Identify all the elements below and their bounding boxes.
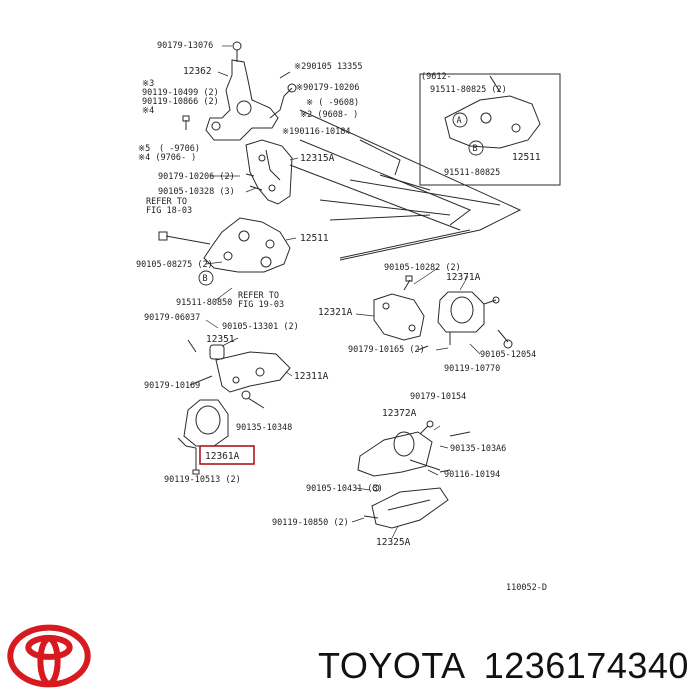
part-label: 90179-10169	[144, 381, 200, 391]
part-label: ※4 (9706- )	[138, 153, 196, 163]
part-label: 90105-12054	[480, 350, 536, 360]
callout-letter-b: B	[203, 274, 208, 284]
bracket-12321a	[373, 275, 429, 351]
part-label: ※5	[138, 144, 150, 154]
part-label: 12362	[183, 66, 212, 77]
part-label: 91511-80825	[444, 168, 500, 178]
footer-caption: TOYOTA 1236174340	[318, 640, 698, 692]
part-label: ※90179-10206	[296, 83, 359, 93]
part-label: 90179-06037	[144, 313, 200, 323]
part-label: 90135-103A6	[450, 444, 506, 454]
part-label: ※3	[142, 79, 154, 89]
toyota-logo-icon	[7, 624, 91, 688]
part-label: 12371A	[446, 272, 481, 283]
plate-12325a	[363, 484, 449, 529]
diagram-id: 110052-D	[506, 583, 547, 593]
part-label: REFER TO	[238, 291, 279, 301]
bracket-12511	[158, 217, 291, 273]
part-label: 12321A	[318, 307, 353, 318]
inset-box	[419, 73, 561, 186]
part-label: REFER TO	[146, 197, 187, 207]
part-label: 12361A	[205, 451, 240, 462]
part-label: ※ ( -9608)	[306, 98, 359, 108]
part-label: 90119-10499 (2)	[142, 88, 219, 98]
callout-letter-b: B	[473, 144, 478, 154]
brand-name: TOYOTA	[318, 645, 466, 686]
callout-letter-a: A	[457, 116, 462, 126]
part-label: ※290105 13355	[294, 62, 363, 72]
bracket-12362	[182, 41, 297, 141]
part-label: ※4	[142, 106, 154, 116]
part-label: 12511	[512, 152, 541, 163]
part-label: ※190116-10184	[282, 127, 351, 137]
part-label: 90179-10154	[410, 392, 466, 402]
part-label: 90119-10770	[444, 364, 500, 374]
part-label: 90119-10850 (2)	[272, 518, 349, 528]
insulator-12361a	[177, 399, 229, 475]
part-label: 12315A	[300, 153, 335, 164]
part-label: 12351	[206, 334, 235, 345]
part-label: 90105-10431 (3)	[306, 484, 383, 494]
part-number: 1236174340	[483, 645, 689, 686]
engine-outline	[289, 109, 522, 261]
part-label: 91511-80825 (2)	[430, 85, 507, 95]
leader-lines	[205, 45, 481, 539]
part-label: 91511-80850	[176, 298, 232, 308]
bracket-12311a	[187, 339, 291, 409]
part-label: 12311A	[294, 371, 329, 382]
diagram-linework	[158, 41, 561, 539]
part-label: 90179-10165 (2)	[348, 345, 425, 355]
insulator-12371a	[437, 291, 513, 349]
part-label: ( -9706)	[159, 144, 200, 154]
part-label: 90105-13301 (2)	[222, 322, 299, 332]
part-highlight-box	[199, 445, 255, 465]
insulator-12372a	[357, 420, 471, 477]
part-label: 12511	[300, 233, 329, 244]
part-label: FIG 19-03	[238, 300, 284, 310]
part-label: 90105-08275 (2)	[136, 260, 213, 270]
part-label: 90105-10328 (3)	[158, 187, 235, 197]
bracket-12315a	[245, 139, 293, 205]
part-label: 90179-13076	[157, 41, 213, 51]
part-label: 90116-10194	[444, 470, 500, 480]
part-label: ※2 (9608- )	[300, 110, 358, 120]
part-label: FIG 18-03	[146, 206, 192, 216]
part-label: (9612-	[421, 72, 452, 82]
part-label: 90179-10206 (2)	[158, 172, 235, 182]
callout-circles: A B B	[198, 112, 484, 286]
part-label: 12372A	[382, 408, 417, 419]
part-labels: 90179-13076 12362 ※290105 13355 ※3 90119…	[136, 41, 547, 593]
part-label: 90135-10348	[236, 423, 292, 433]
part-label: 90105-10282 (2)	[384, 263, 461, 273]
part-label: 90119-10866 (2)	[142, 97, 219, 107]
part-label: 12325A	[376, 537, 411, 548]
part-label: 90119-10513 (2)	[164, 475, 241, 485]
